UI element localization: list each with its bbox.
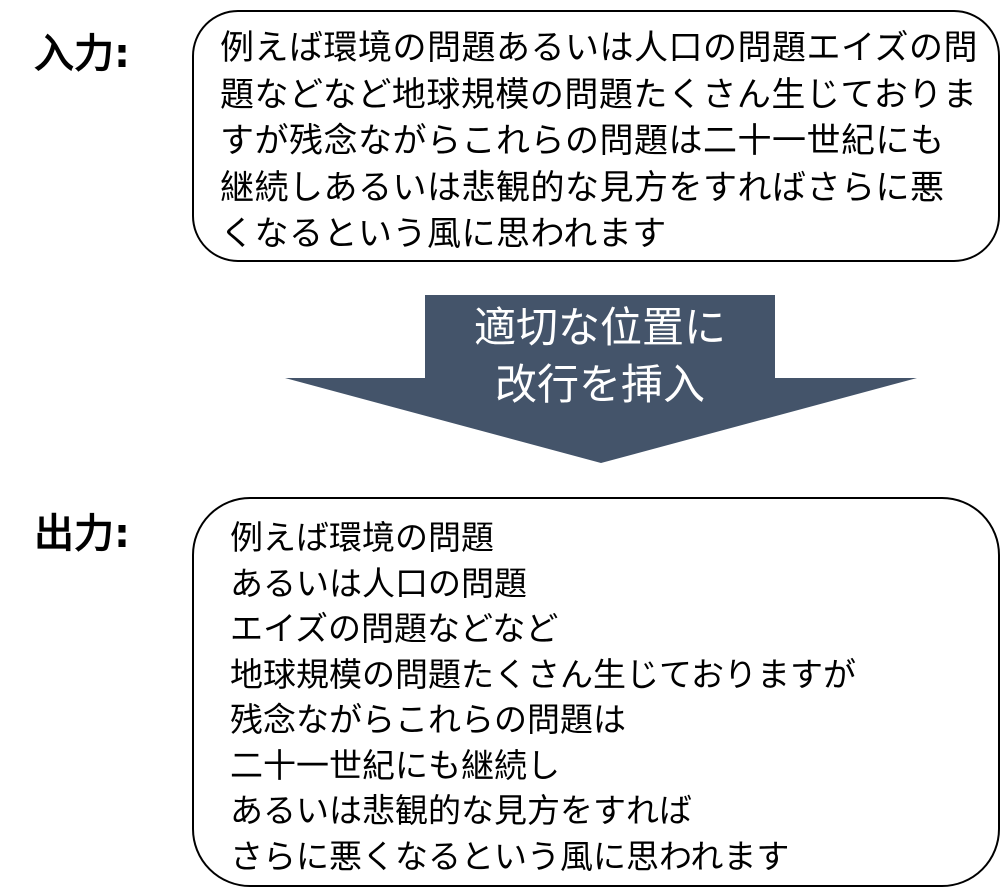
output-line: さらに悪くなるという風に思われます (230, 836, 790, 876)
output-line: 例えば環境の問題 (230, 518, 494, 557)
output-line: 二十一世紀にも継続し (230, 745, 560, 785)
output-text-box: 例えば環境の問題 あるいは人口の問題 エイズの問題などなど 地球規模の問題たくさ… (192, 497, 1000, 887)
output-line: エイズの問題などなど (230, 609, 559, 648)
arrow-label-line-1: 適切な位置に (473, 303, 726, 352)
down-arrow-icon (285, 295, 917, 463)
output-label: 出力: (34, 511, 130, 557)
arrow-shape (285, 295, 917, 463)
output-line: あるいは人口の問題 (230, 563, 527, 603)
output-line: 残念ながらこれらの問題は (230, 700, 626, 739)
input-label: 入力: (34, 31, 130, 77)
output-line: あるいは悲観的な見方をすれば (230, 791, 692, 830)
arrow-label-line-2: 改行を挿入 (494, 360, 705, 409)
input-text-box: 例えば環境の問題あるいは人口の問題エイズの問題などなど地球規模の問題たくさん生じ… (192, 10, 1000, 262)
output-line: 地球規模の問題たくさん生じておりますが (230, 654, 857, 694)
input-text: 例えば環境の問題あるいは人口の問題エイズの問題などなど地球規模の問題たくさん生じ… (220, 28, 978, 254)
